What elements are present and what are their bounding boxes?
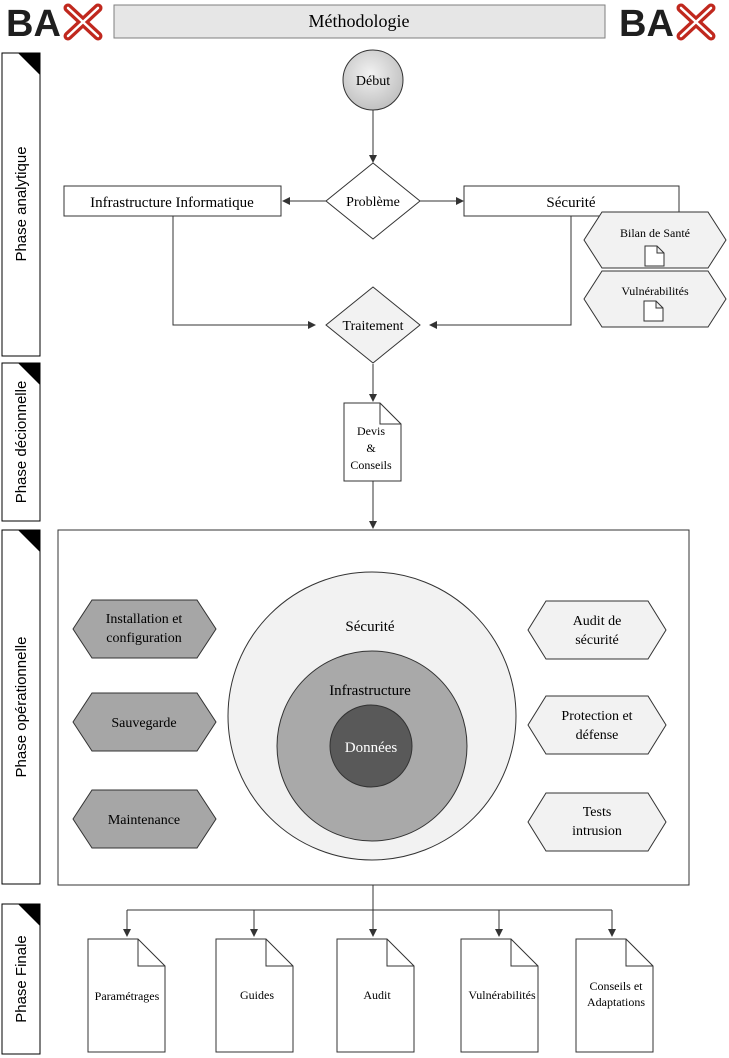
output-conseils-line-1: Conseils et — [590, 979, 644, 993]
activity-tests-line-2: intrusion — [572, 824, 622, 839]
infrastructure-box-label: Infrastructure Informatique — [90, 195, 254, 211]
output-conseils: Conseils et Adaptations — [575, 938, 654, 1053]
output-conseils-line-2: Adaptations — [587, 995, 645, 1009]
logo-right-x-mark — [676, 3, 716, 41]
activity-sauvegarde: Sauvegarde — [72, 692, 217, 752]
right-activities: Audit de sécurité Protection et défense … — [527, 600, 667, 852]
activity-installation-line-2: configuration — [106, 631, 181, 646]
activity-maintenance-label: Maintenance — [108, 813, 180, 828]
left-activities: Installation et configuration Sauvegarde… — [72, 599, 217, 849]
activity-installation-line-1: Installation et — [106, 612, 183, 627]
devis-line-1: Devis — [357, 424, 385, 438]
logo-left: BA — [6, 3, 103, 45]
output-audit-label: Audit — [363, 988, 391, 1002]
bilan-hexagon-label: Bilan de Santé — [620, 226, 690, 240]
connector-infra-traitement — [172, 216, 316, 329]
lane-decisionnelle-label: Phase décionnelle — [13, 381, 30, 504]
output-parametrages-label: Paramétrages — [95, 989, 160, 1003]
activity-sauvegarde-label: Sauvegarde — [111, 716, 176, 731]
logo-right-text: BA — [619, 3, 674, 45]
probleme-decision-label: Problème — [346, 195, 400, 210]
activity-tests: Tests intrusion — [527, 792, 667, 852]
activity-protection-line-2: défense — [576, 728, 619, 743]
circle-securite-label: Sécurité — [345, 619, 394, 635]
logo-left-text: BA — [6, 3, 61, 45]
activity-audit: Audit de sécurité — [527, 600, 667, 660]
output-vulnerabilites: Vulnérabilités — [460, 938, 539, 1053]
output-parametrages: Paramétrages — [87, 938, 166, 1053]
circle-donnees-label: Données — [345, 740, 398, 756]
activity-audit-line-1: Audit de — [573, 614, 622, 629]
vulnerabilites-document-icon — [643, 300, 664, 322]
output-vulnerabilites-label: Vulnérabilités — [468, 988, 536, 1002]
lane-finale: Phase Finale — [1, 903, 41, 1055]
activity-audit-line-2: sécurité — [575, 633, 619, 648]
logo-right: BA — [619, 3, 716, 45]
lane-operationnelle-label: Phase opérationnelle — [13, 637, 30, 778]
output-audit: Audit — [336, 938, 415, 1053]
output-guides: Guides — [215, 938, 294, 1053]
circle-infrastructure-label: Infrastructure — [329, 683, 411, 699]
bilan-hexagon: Bilan de Santé — [583, 211, 727, 269]
logo-left-x-mark — [63, 3, 103, 41]
start-node: Début — [342, 49, 404, 111]
probleme-decision: Problème — [325, 162, 421, 240]
activity-protection-line-1: Protection et — [561, 709, 632, 724]
lane-analytique: Phase analytique — [1, 52, 41, 357]
circles: Sécurité Infrastructure Données — [227, 571, 517, 861]
devis-line-3: Conseils — [350, 458, 392, 472]
vulnerabilites-hexagon-label: Vulnérabilités — [621, 284, 689, 298]
lane-decisionnelle: Phase décionnelle — [1, 362, 41, 522]
circle-donnees — [329, 704, 413, 788]
start-node-label: Début — [356, 74, 390, 89]
securite-box: Sécurité — [463, 185, 680, 217]
activity-protection: Protection et défense — [527, 695, 667, 755]
title-bar — [113, 4, 606, 39]
activity-tests-line-1: Tests — [583, 805, 612, 820]
activity-installation: Installation et configuration — [72, 599, 217, 659]
output-documents: Paramétrages Guides Audit Vulnérabilités… — [87, 938, 654, 1053]
lane-operationnelle: Phase opérationnelle — [1, 529, 41, 885]
lane-analytique-label: Phase analytique — [13, 146, 30, 261]
activity-maintenance: Maintenance — [72, 789, 217, 849]
output-guides-label: Guides — [240, 988, 274, 1002]
connectors — [123, 110, 616, 937]
traitement-decision: Traitement — [325, 286, 421, 364]
devis-line-2: & — [366, 441, 376, 455]
traitement-decision-label: Traitement — [343, 319, 404, 334]
page-title: Méthodologie — [309, 11, 410, 31]
devis-document: Devis & Conseils — [343, 402, 402, 482]
lane-finale-label: Phase Finale — [13, 935, 30, 1023]
connector-securite-traitement — [429, 216, 572, 329]
vulnerabilites-hexagon: Vulnérabilités — [583, 270, 727, 328]
infrastructure-box: Infrastructure Informatique — [63, 185, 282, 217]
bilan-document-icon — [644, 245, 665, 267]
securite-box-label: Sécurité — [546, 195, 595, 211]
